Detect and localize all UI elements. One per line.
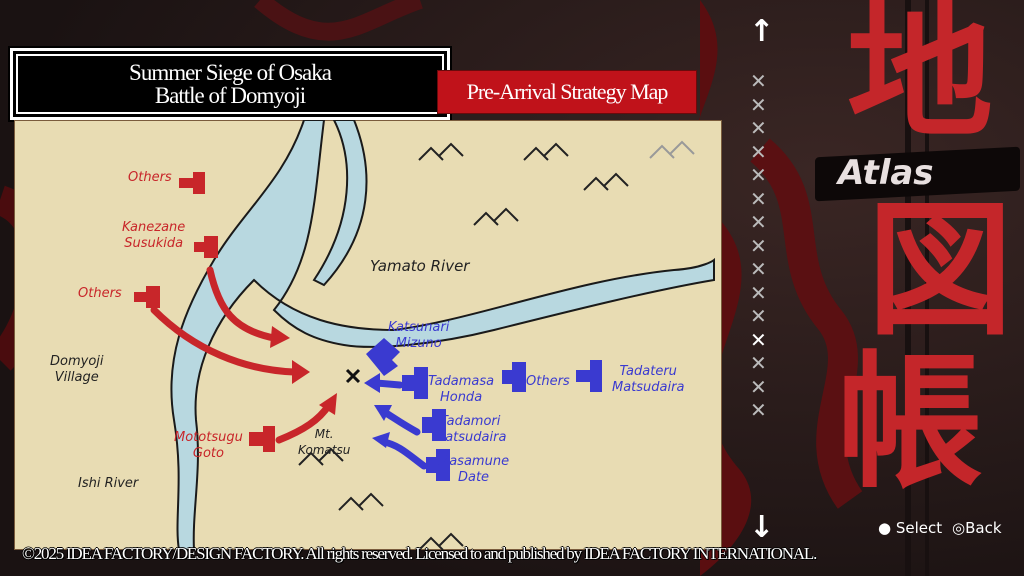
scroll-track-mark[interactable]: ✕ — [750, 139, 767, 164]
blue-unit-label[interactable]: Others — [526, 374, 570, 389]
mt-komatsu-label: Mt. Komatsu — [298, 427, 351, 457]
red-unit-label[interactable]: Kanezane Susukida — [122, 220, 186, 251]
scroll-track-mark[interactable]: ✕ — [750, 92, 767, 117]
red-unit-label[interactable]: Others — [78, 286, 122, 301]
blue-unit-markers — [366, 338, 602, 481]
button-dot-icon: ● — [878, 519, 896, 537]
scroll-up-arrow-icon[interactable]: ↑ — [749, 14, 775, 49]
scroll-track-mark[interactable]: ✕ — [750, 257, 767, 281]
scroll-track-mark[interactable]: ✕ — [750, 398, 767, 422]
scroll-track-mark[interactable]: ✕ — [750, 186, 767, 211]
ishi-river-label: Ishi River — [78, 476, 139, 491]
red-unit-markers — [134, 172, 275, 452]
blue-arrowheads — [364, 373, 392, 448]
select-label: Select — [895, 519, 943, 537]
scroll-track-mark[interactable]: ✕ — [750, 280, 767, 305]
kanji-zu: 図 — [867, 185, 1013, 356]
scroll-track-mark[interactable]: ✕ — [750, 210, 767, 234]
river — [170, 120, 715, 550]
scroll-track-mark[interactable]: ✕ — [750, 116, 767, 140]
blue-unit-label[interactable]: Tadamasa Honda — [428, 374, 495, 405]
atlas-label: Atlas — [838, 153, 934, 193]
blue-unit-label[interactable]: Masamune Date — [438, 454, 510, 485]
blue-unit-label[interactable]: Tadamori Matsudaira — [434, 414, 507, 445]
scroll-thumb-mark[interactable]: ✕ — [750, 327, 767, 352]
copyright-notice: ©2025 IDEA FACTORY/DESIGN FACTORY. All r… — [22, 544, 817, 563]
scroll-track-mark[interactable]: ✕ — [750, 374, 767, 399]
scroll-track-mark[interactable]: ✕ — [750, 163, 767, 187]
back-hint[interactable]: ◎Back — [952, 518, 1002, 538]
domyoji-village-label: Domyoji Village — [50, 354, 104, 385]
red-unit-label[interactable]: Mototsugu Goto — [174, 430, 243, 461]
back-label: Back — [965, 519, 1002, 537]
map-scrollbar[interactable]: ↑ ✕✕✕✕✕✕✕✕✕✕✕✕✕✕✕ ↓ — [745, 14, 775, 560]
red-arrowheads — [270, 326, 337, 415]
battle-title-panel: Summer Siege of Osaka Battle of Domyoji — [8, 46, 452, 122]
map-drawing — [14, 120, 722, 550]
strategy-map: Yamato River Domyoji Village Ishi River … — [14, 120, 722, 550]
button-circle-icon: ◎ — [952, 519, 966, 537]
select-hint[interactable]: ● Select — [878, 518, 942, 538]
target-x-mark — [345, 368, 361, 384]
scroll-down-arrow-icon[interactable]: ↓ — [749, 510, 775, 545]
scroll-track-mark[interactable]: ✕ — [750, 351, 767, 375]
mountains — [298, 140, 695, 550]
scroll-track-mark[interactable]: ✕ — [750, 304, 767, 328]
scroll-track-mark[interactable]: ✕ — [750, 69, 767, 93]
kanji-chi: 地 — [847, 0, 993, 158]
blue-unit-label[interactable]: Tadateru Matsudaira — [612, 364, 685, 395]
kanji-chou: 帳 — [837, 337, 983, 508]
title-line-2: Battle of Domyoji — [154, 83, 306, 108]
yamato-river-label: Yamato River — [370, 257, 470, 275]
scroll-track-mark[interactable]: ✕ — [750, 233, 767, 258]
blue-unit-label[interactable]: Katsunari Mizuno — [388, 320, 450, 351]
title-line-1: Summer Siege of Osaka — [129, 60, 332, 85]
map-subtitle-badge: Pre-Arrival Strategy Map — [437, 70, 697, 114]
red-unit-label[interactable]: Others — [128, 170, 172, 185]
